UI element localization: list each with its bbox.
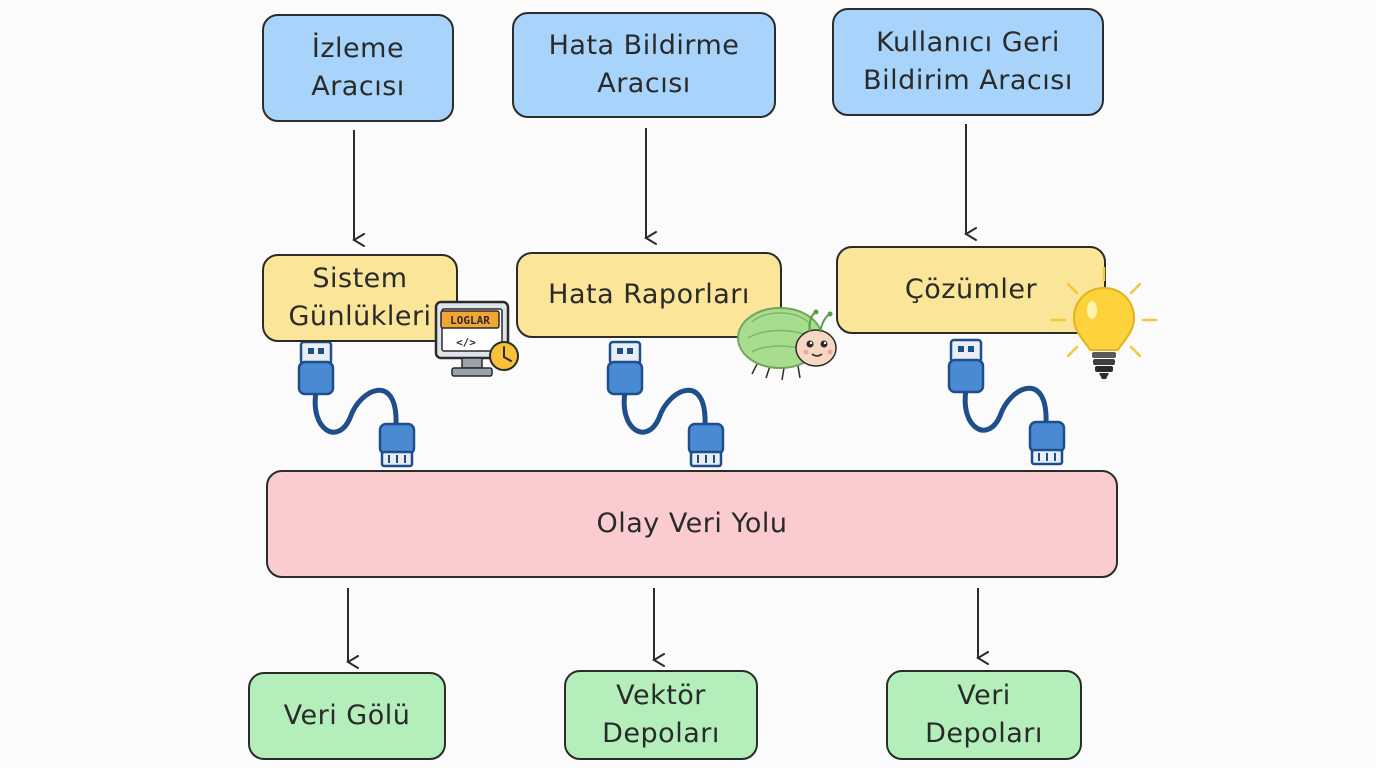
error-reports-box: Hata Raporları: [516, 252, 782, 338]
system-logs-box: Sistem Günlükleri: [262, 254, 458, 342]
usb-cable-icon: [606, 340, 725, 468]
code-glyph: </>: [456, 336, 476, 349]
data-lake-box: Veri Gölü: [248, 672, 446, 760]
data-stores-box: Veri Depoları: [886, 670, 1082, 760]
lightbulb-icon: [1050, 266, 1158, 379]
error-reporting-agent-box: Hata Bildirme Aracısı: [512, 12, 776, 118]
monitoring-agent-box: İzleme Aracısı: [262, 14, 454, 122]
monitor-logs-icon: LOGLAR </>: [434, 300, 519, 377]
bug-icon: [737, 307, 837, 381]
event-bus-box: Olay Veri Yolu: [266, 470, 1118, 578]
usb-cable-icon: [947, 338, 1066, 466]
user-feedback-agent-box: Kullanıcı Geri Bildirim Aracısı: [832, 8, 1104, 116]
vector-stores-box: Vektör Depoları: [564, 670, 758, 760]
usb-cable-icon: [297, 340, 416, 468]
logs-badge-label: LOGLAR: [450, 314, 490, 327]
